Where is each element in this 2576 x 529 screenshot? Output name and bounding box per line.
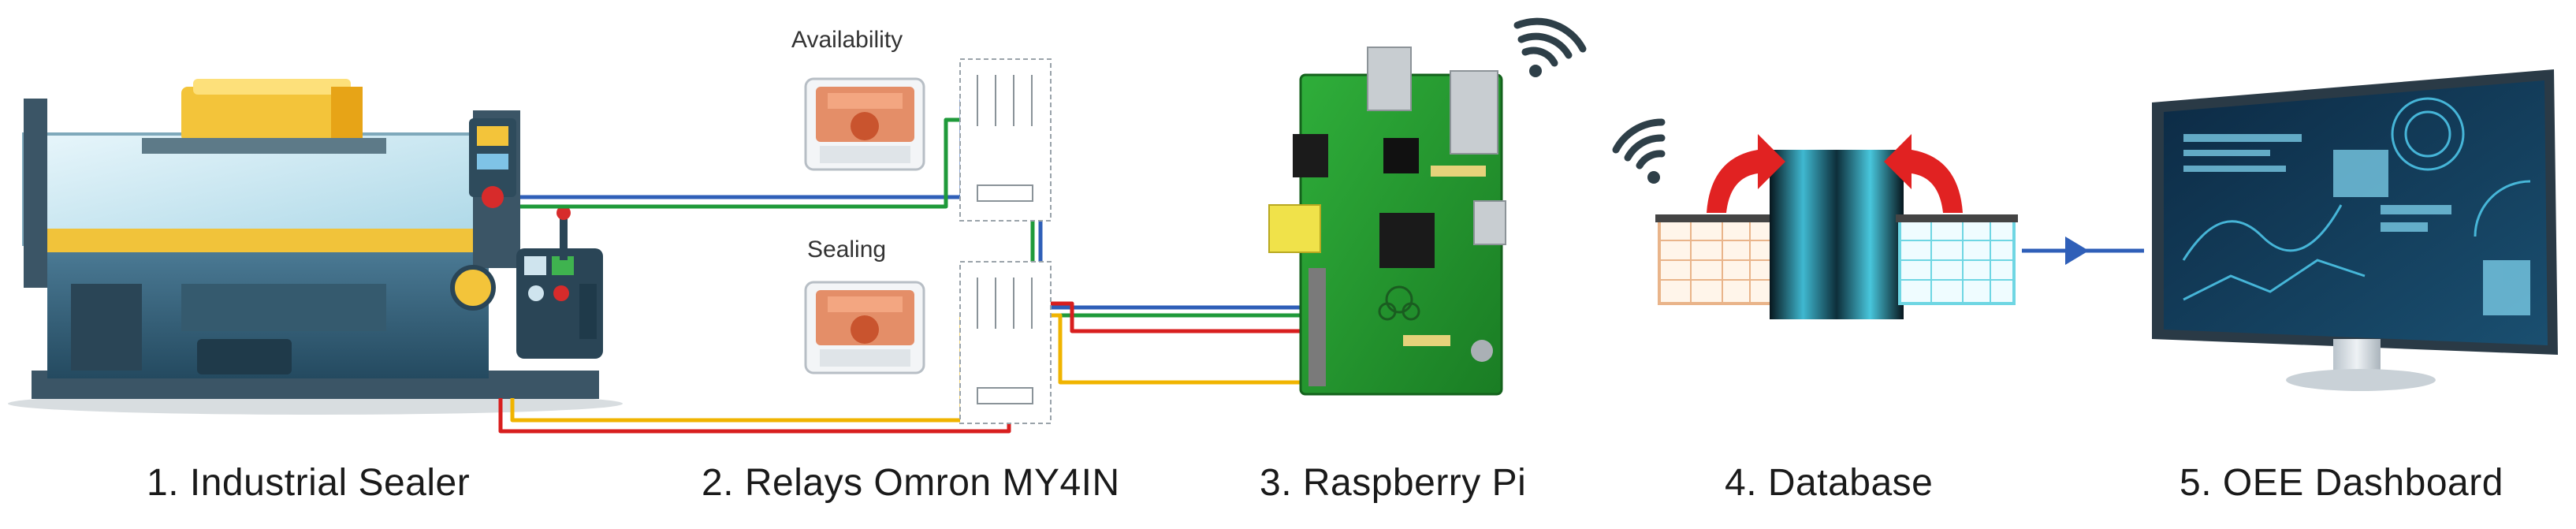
flow-arrow-icon	[2022, 237, 2144, 265]
relay-availability	[804, 58, 1052, 222]
stage-caption-oee-dashboard: 5. OEE Dashboard	[2180, 462, 2503, 504]
relay-availability-label: Availability	[791, 27, 903, 53]
stage-caption-database: 4. Database	[1725, 462, 1934, 504]
database-illustration	[1612, 118, 2018, 319]
raspberry-pi-illustration	[1268, 17, 1587, 396]
oee-dashboard-illustration	[2152, 69, 2558, 391]
wifi-icon	[1612, 118, 1666, 184]
relay-sealing	[804, 261, 1052, 424]
stage-caption-industrial-sealer: 1. Industrial Sealer	[147, 462, 471, 504]
industrial-sealer-illustration	[8, 79, 623, 415]
stage-caption-relays: 2. Relays Omron MY4IN	[702, 462, 1120, 504]
stage-caption-raspberry-pi: 3. Raspberry Pi	[1260, 462, 1527, 504]
download-arrow-icon	[1884, 134, 1963, 213]
wifi-icon	[1513, 17, 1587, 77]
raspberry-logo-icon	[1378, 285, 1420, 321]
relay-sealing-label: Sealing	[807, 237, 887, 263]
upload-arrow-icon	[1707, 134, 1785, 213]
